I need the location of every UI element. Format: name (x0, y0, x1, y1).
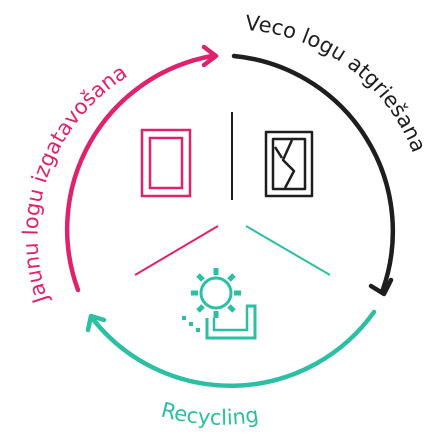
recycling-label: Recycling (159, 398, 260, 430)
new-window-icon (140, 128, 192, 198)
old-windows-arc (231, 53, 396, 297)
divider-left (134, 225, 219, 276)
new-windows-arc (64, 44, 219, 293)
broken-window-icon (264, 130, 314, 198)
recycling-gear-icon (182, 268, 257, 340)
old-windows-label: Veco logu atgriešana (244, 11, 430, 156)
divider-right (245, 225, 331, 276)
recycling-arc (85, 309, 377, 388)
